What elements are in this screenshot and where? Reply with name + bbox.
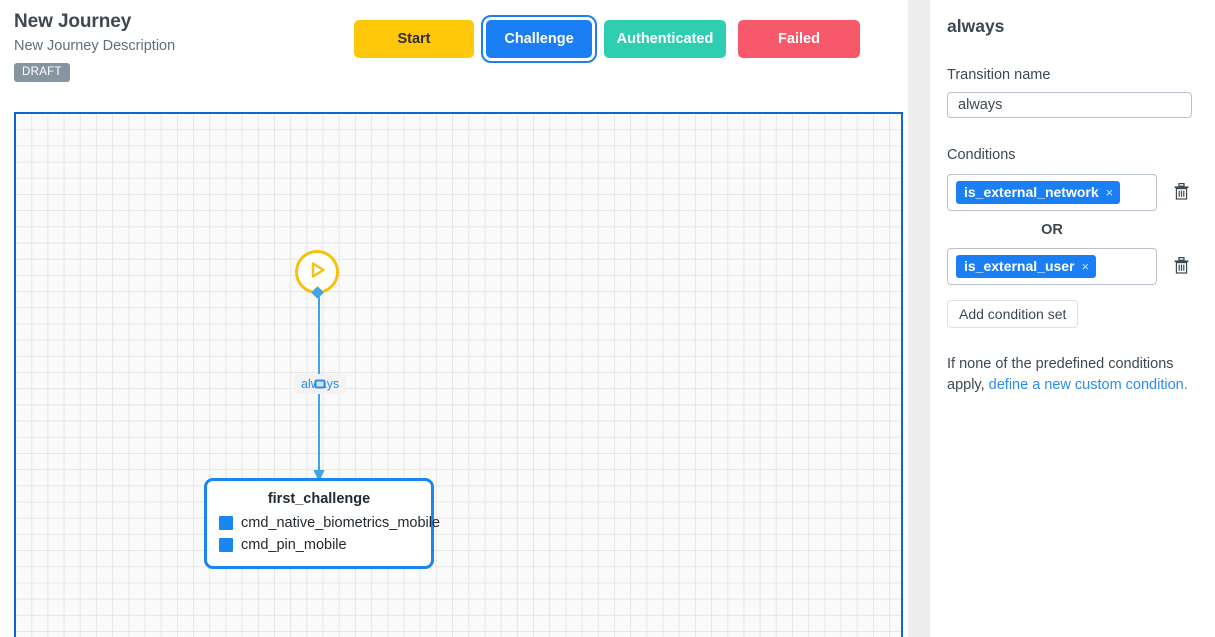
condition-chip-label: is_external_network bbox=[964, 184, 1099, 200]
close-icon[interactable]: × bbox=[1081, 258, 1090, 274]
node-item[interactable]: cmd_native_biometrics_mobile bbox=[207, 512, 440, 534]
page-title: New Journey bbox=[14, 11, 132, 32]
node-item-label: cmd_pin_mobile bbox=[241, 537, 347, 553]
node-item[interactable]: cmd_pin_mobile bbox=[207, 534, 431, 556]
edge-label-always[interactable]: always bbox=[294, 374, 347, 394]
delete-condition-set-1-button[interactable] bbox=[1170, 182, 1192, 204]
edge-label-marker-icon bbox=[314, 379, 326, 389]
transition-details-panel: always Transition name Conditions is_ext… bbox=[930, 0, 1215, 637]
condition-chip-is-external-user[interactable]: is_external_user × bbox=[956, 255, 1097, 278]
trash-icon bbox=[1174, 256, 1189, 277]
condition-chip-label: is_external_user bbox=[964, 258, 1075, 274]
panel-hint-text: If none of the predefined conditions app… bbox=[947, 356, 1174, 393]
node-first-challenge[interactable]: first_challenge cmd_native_biometrics_mo… bbox=[204, 478, 440, 569]
journey-header: New Journey New Journey Description DRAF… bbox=[14, 10, 344, 82]
transition-name-input[interactable] bbox=[947, 92, 1192, 118]
condition-chip-is-external-network[interactable]: is_external_network × bbox=[956, 181, 1121, 204]
edge-layer bbox=[313, 292, 325, 482]
start-node[interactable] bbox=[295, 250, 339, 294]
main-area: New Journey New Journey Description DRAF… bbox=[14, 10, 903, 637]
condition-set-input-2[interactable]: is_external_user × bbox=[947, 248, 1157, 285]
node-title: first_challenge bbox=[267, 491, 371, 507]
play-icon bbox=[306, 259, 328, 286]
node-item-swatch-icon bbox=[219, 516, 233, 530]
conditions-label: Conditions bbox=[947, 147, 1016, 163]
trash-icon bbox=[1174, 182, 1189, 203]
panel-divider bbox=[908, 0, 930, 637]
node-item-swatch-icon bbox=[219, 538, 233, 552]
close-icon[interactable]: × bbox=[1105, 184, 1114, 200]
flow-canvas[interactable]: always first_challenge cmd_native_biomet… bbox=[14, 112, 903, 637]
state-button-failed[interactable]: Failed bbox=[738, 20, 860, 58]
condition-set-input-1[interactable]: is_external_network × bbox=[947, 174, 1157, 211]
status-badge: DRAFT bbox=[14, 63, 70, 82]
state-button-start[interactable]: Start bbox=[354, 20, 474, 58]
panel-hint: If none of the predefined conditions app… bbox=[947, 354, 1192, 396]
state-button-group: Start Challenge Authenticated Failed bbox=[354, 15, 860, 63]
custom-condition-link[interactable]: define a new custom condition. bbox=[988, 377, 1188, 393]
condition-set-row: is_external_network × bbox=[947, 174, 1192, 211]
state-button-challenge[interactable]: Challenge bbox=[481, 15, 597, 63]
add-condition-set-button[interactable]: Add condition set bbox=[947, 300, 1079, 328]
transition-name-label: Transition name bbox=[947, 67, 1051, 83]
panel-title: always bbox=[947, 16, 1005, 36]
page-subtitle: New Journey Description bbox=[14, 38, 176, 54]
state-button-authenticated[interactable]: Authenticated bbox=[604, 20, 726, 58]
delete-condition-set-2-button[interactable] bbox=[1170, 256, 1192, 278]
or-separator: OR bbox=[1041, 222, 1063, 238]
node-item-label: cmd_native_biometrics_mobile bbox=[241, 515, 441, 531]
condition-set-row: is_external_user × bbox=[947, 248, 1192, 285]
